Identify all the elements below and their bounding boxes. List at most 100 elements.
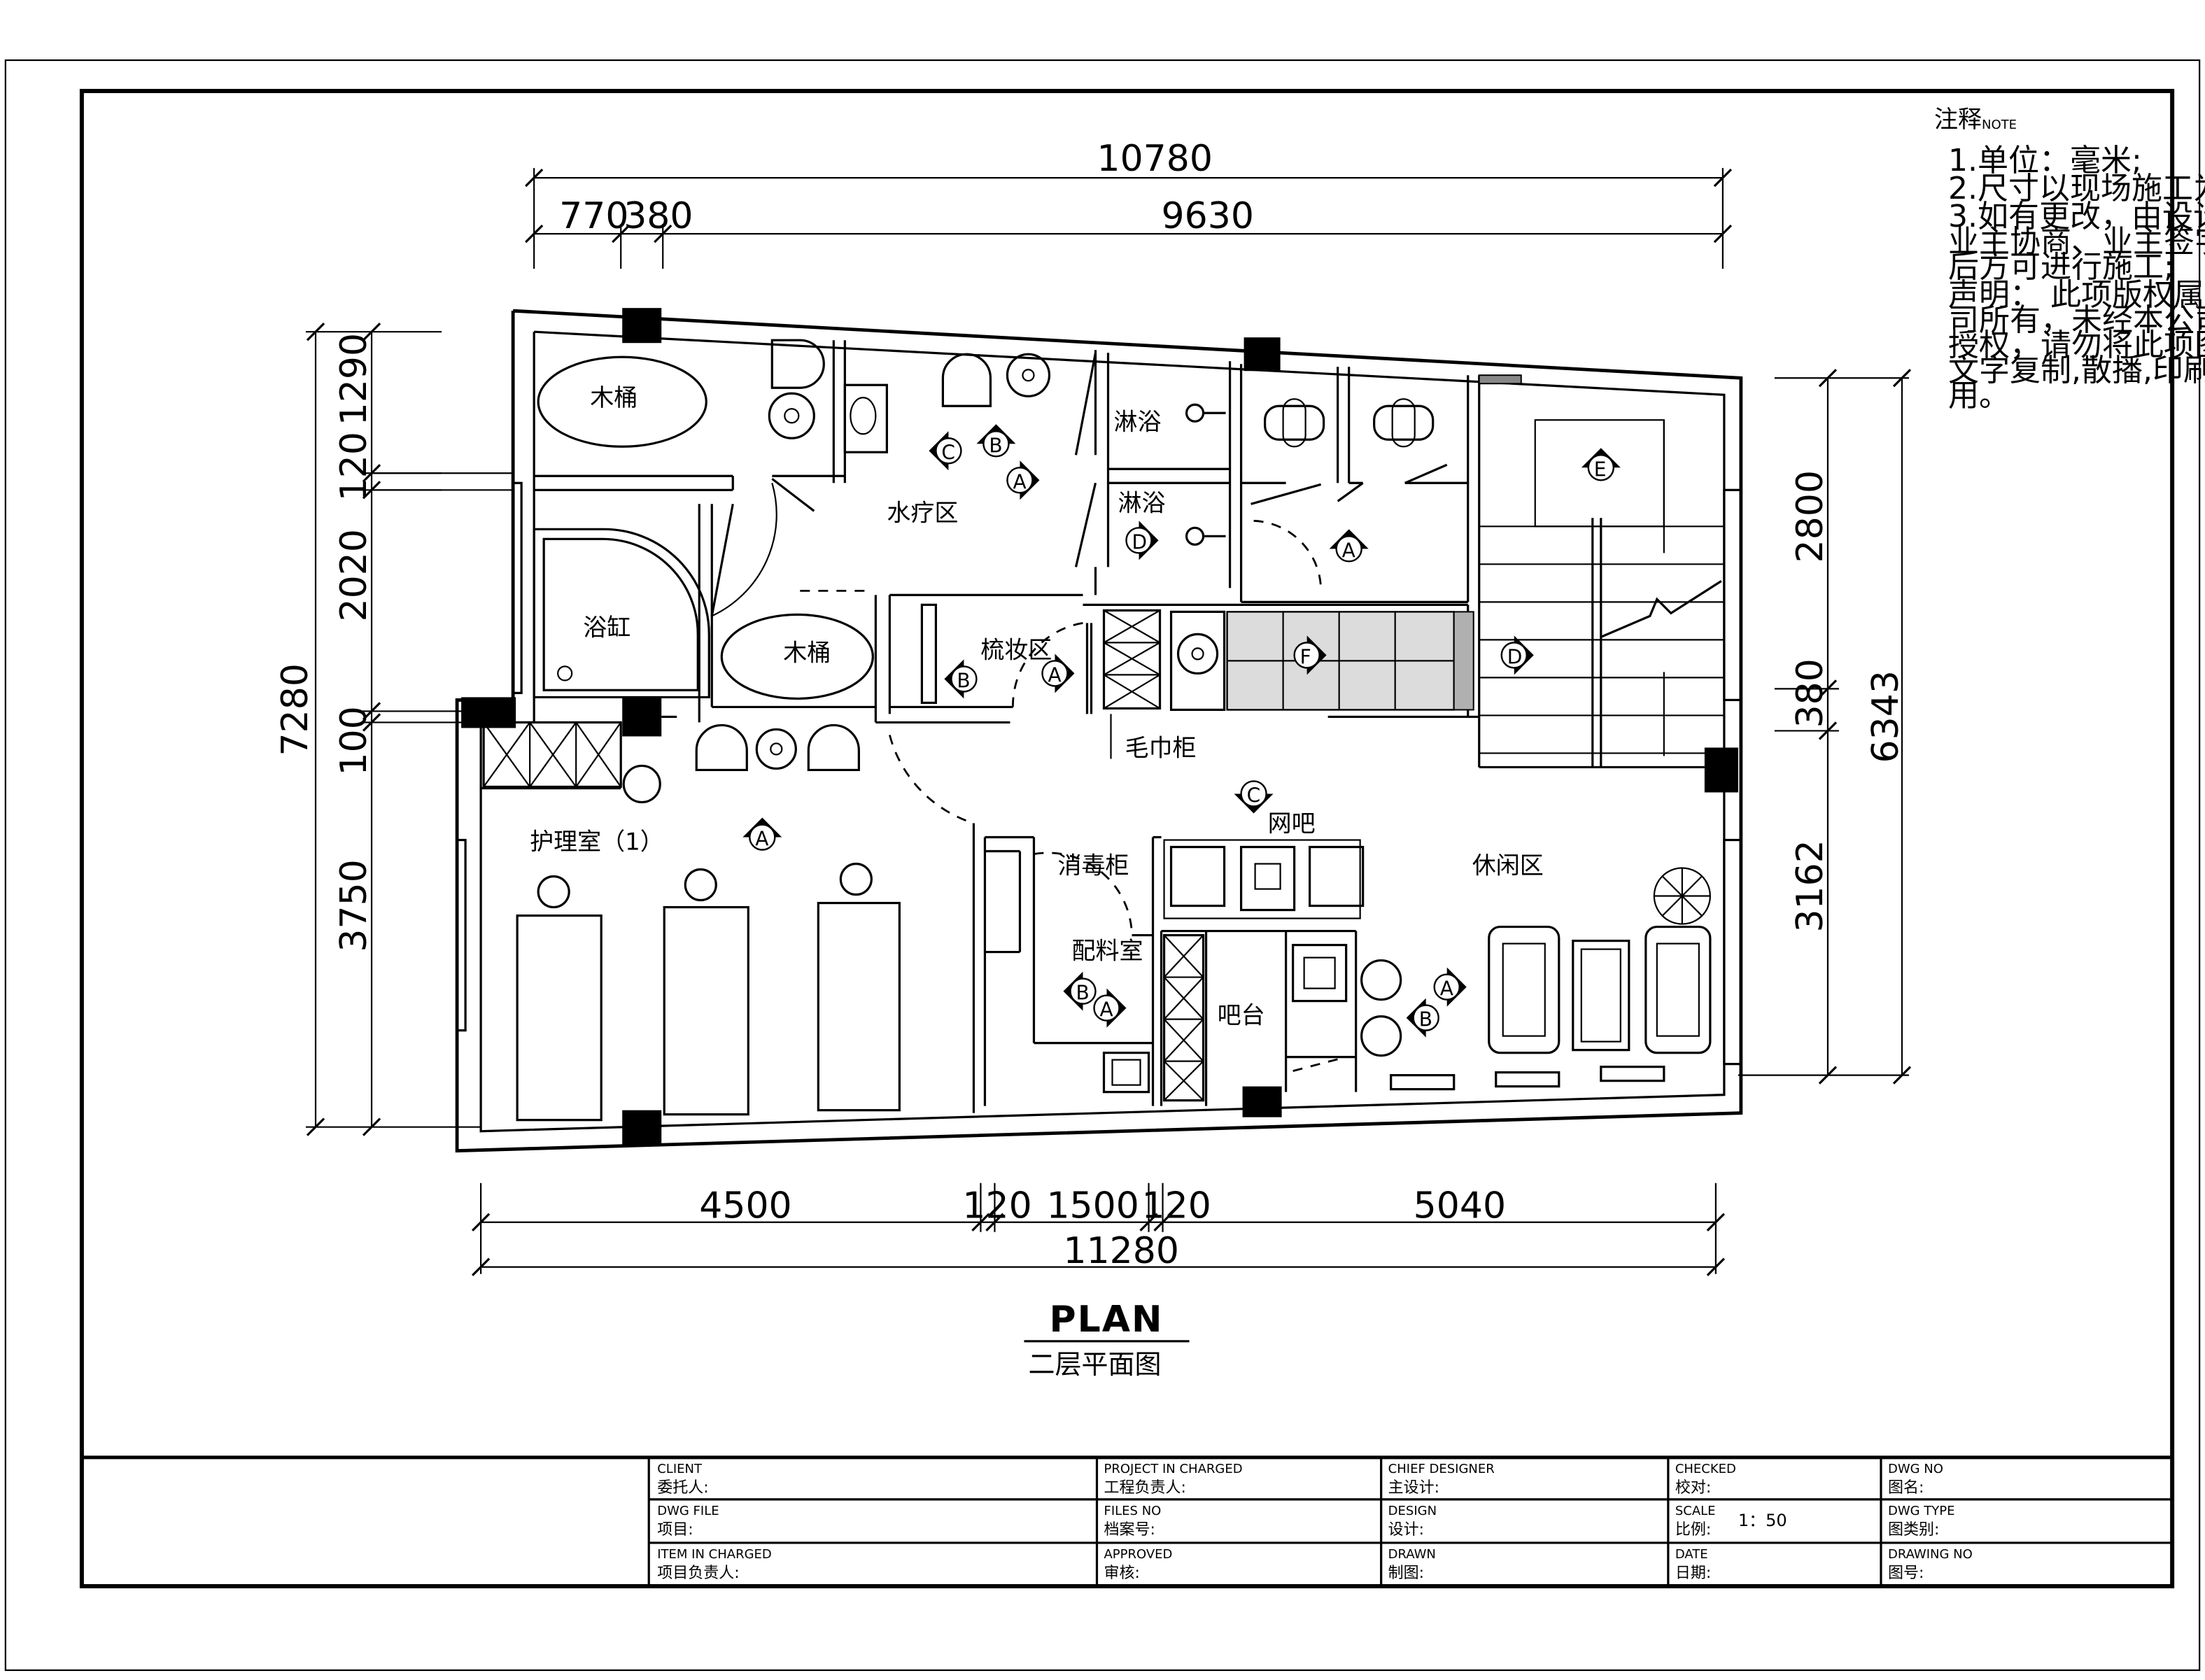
statement-line-4: 文字复制,散播,印刷及使 xyxy=(1948,353,2205,388)
svg-text:D: D xyxy=(1507,645,1523,668)
marker-b: B xyxy=(1063,971,1097,1011)
room-shower-2: 淋浴 xyxy=(1118,489,1166,517)
svg-text:DWG NO: DWG NO xyxy=(1888,1462,1943,1476)
bar-stool xyxy=(1360,1015,1402,1057)
care-room-cabinet xyxy=(482,721,622,789)
svg-text:A: A xyxy=(755,828,768,851)
dim-bottom-a: 4500 xyxy=(699,1185,791,1227)
column xyxy=(622,697,662,737)
title-block: CLIENT 委托人: PROJECT IN CHARGED 工程负责人: CH… xyxy=(647,1457,2173,1586)
marker-d: D xyxy=(1500,635,1534,675)
marker-a: A xyxy=(1433,967,1467,1007)
svg-text:A: A xyxy=(1013,470,1026,493)
tb-drawing-name: 图名: xyxy=(1888,1479,1924,1497)
wood-tub-1 xyxy=(537,355,707,448)
svg-text:C: C xyxy=(941,441,955,464)
svg-text:B: B xyxy=(989,434,1002,457)
dim-right-c: 3162 xyxy=(1789,840,1831,932)
window-right-stair xyxy=(1723,488,1742,702)
dim-bottom-total: 11280 xyxy=(1063,1230,1178,1272)
marker-c: C xyxy=(929,431,962,471)
svg-text:FILES NO: FILES NO xyxy=(1104,1504,1162,1518)
dim-bottom-b: 120 xyxy=(962,1185,1031,1227)
seat-icon xyxy=(1309,845,1365,908)
top-dimensions: 10780 770 380 9630 xyxy=(525,138,1733,269)
bar-sink xyxy=(1292,943,1348,1003)
marker-b: B xyxy=(944,659,978,699)
room-hydro-area: 水疗区 xyxy=(887,499,958,527)
svg-text:CHECKED: CHECKED xyxy=(1675,1462,1736,1476)
window-right-lounge xyxy=(1723,838,1742,1066)
note-line-5: 后方可进行施工; xyxy=(1948,249,2174,285)
dim-right-b: 380 xyxy=(1789,658,1831,728)
marker-a: A xyxy=(742,817,782,851)
massage-bed xyxy=(663,905,749,1116)
note-line-2: 2.尺寸以现场施工为准; xyxy=(1948,171,2205,206)
svg-text:B: B xyxy=(1419,1008,1432,1031)
vanity-basin xyxy=(843,383,888,453)
fixtures xyxy=(482,339,1724,1122)
room-wood-tub-1: 木桶 xyxy=(590,384,637,412)
tb-approved: 审核: xyxy=(1104,1565,1140,1582)
svg-text:F: F xyxy=(1300,645,1311,668)
dim-bottom-c: 1500 xyxy=(1046,1185,1139,1227)
dim-left-e: 3750 xyxy=(333,859,375,952)
notes-title: 注释 xyxy=(1934,106,1982,134)
dim-top-c: 9630 xyxy=(1162,195,1254,237)
svg-text:DATE: DATE xyxy=(1675,1547,1708,1562)
toilet-icon xyxy=(1373,404,1435,441)
svg-text:B: B xyxy=(1076,982,1089,1005)
dim-right-total: 6343 xyxy=(1865,670,1907,763)
toilet-icon xyxy=(941,353,992,407)
column xyxy=(622,308,662,344)
svg-text:DRAWING NO: DRAWING NO xyxy=(1888,1547,1973,1562)
column xyxy=(1704,747,1738,793)
room-care-room: 护理室（1） xyxy=(530,828,664,856)
svg-text:C: C xyxy=(1247,784,1261,807)
svg-text:DESIGN: DESIGN xyxy=(1388,1504,1437,1518)
statement-line-3: 授权，请勿将此项图像及 xyxy=(1948,327,2205,363)
tb-drawing-type: 图类别: xyxy=(1888,1521,1939,1539)
dim-left-total: 7280 xyxy=(274,663,316,756)
room-prep-room: 配料室 xyxy=(1071,938,1143,966)
marker-b: B xyxy=(1406,998,1439,1038)
room-bathtub: 浴缸 xyxy=(583,614,630,642)
marker-c: C xyxy=(1234,780,1274,814)
note-line-4: 业主协商、业主签字同意 xyxy=(1948,224,2205,260)
svg-text:A: A xyxy=(1099,998,1113,1022)
dim-top-total: 10780 xyxy=(1097,138,1212,180)
dim-top-b: 380 xyxy=(624,195,693,237)
tb-project: 项目: xyxy=(657,1521,693,1539)
section-markers: C B A D A E F xyxy=(742,424,1621,1038)
notes-title-en: NOTE xyxy=(1982,118,2017,132)
sofa xyxy=(1644,925,1712,1054)
svg-text:PROJECT IN CHARGED: PROJECT IN CHARGED xyxy=(1104,1462,1243,1476)
tb-date: 日期: xyxy=(1675,1565,1711,1582)
svg-text:E: E xyxy=(1594,458,1607,481)
computer-desk xyxy=(1239,845,1296,912)
tb-chief-designer: 主设计: xyxy=(1388,1479,1439,1497)
room-makeup-area: 梳妆区 xyxy=(980,636,1052,664)
tb-checked: 校对: xyxy=(1675,1479,1711,1497)
notes-block: 注释 NOTE 1.单位：毫米; 2.尺寸以现场施工为准; 3.如有更改，由设计… xyxy=(1934,106,2205,414)
dim-left-a: 1290 xyxy=(333,333,375,425)
svg-text:B: B xyxy=(957,669,970,692)
svg-text:SCALE: SCALE xyxy=(1675,1504,1716,1518)
marker-a: A xyxy=(1093,988,1127,1028)
column xyxy=(1242,1086,1282,1117)
drawing-frame xyxy=(79,89,2175,1588)
svg-text:A: A xyxy=(1440,977,1453,1001)
tb-scale: 比例: xyxy=(1675,1521,1711,1539)
svg-text:A: A xyxy=(1048,663,1061,686)
plan-title: PLAN xyxy=(1049,1299,1163,1341)
tb-design: 设计: xyxy=(1388,1521,1424,1539)
basin-icon xyxy=(1006,353,1051,397)
svg-text:APPROVED: APPROVED xyxy=(1104,1547,1173,1562)
svg-text:CHIEF DESIGNER: CHIEF DESIGNER xyxy=(1388,1462,1495,1476)
room-lounge: 休闲区 xyxy=(1472,852,1544,880)
sink-icon xyxy=(1102,1052,1150,1094)
toilet-icon xyxy=(1263,404,1325,441)
towel-cabinet xyxy=(1102,609,1162,710)
window-left-care xyxy=(456,838,467,1032)
